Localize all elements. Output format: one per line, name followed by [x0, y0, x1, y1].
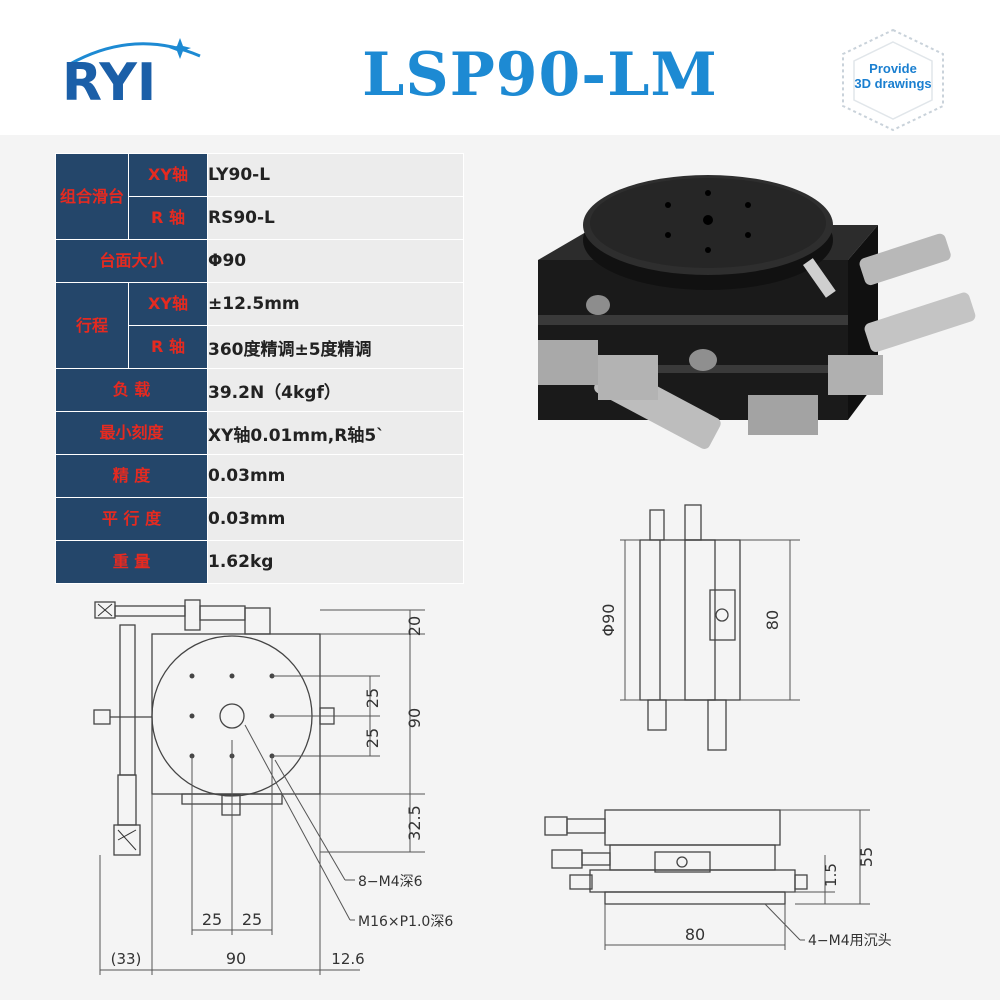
travel-r-value: 360度精调±5度精调 — [207, 325, 464, 369]
dim-80-horizontal: 80 — [685, 925, 705, 944]
note-center-thread: M16×P1.0深6 — [358, 914, 453, 930]
travel-xy-value: ±12.5mm — [207, 282, 464, 326]
load-value: 39.2N（4kgf） — [207, 368, 464, 412]
dim-90-horizontal: 90 — [226, 949, 246, 968]
product-photo — [538, 175, 976, 449]
logo-text: RYI — [62, 53, 156, 112]
dim-1-5: 1.5 — [822, 863, 840, 887]
dim-33: (33) — [111, 950, 142, 968]
dim-25-lower: 25 — [363, 728, 382, 748]
weight-label: 重 量 — [55, 540, 208, 584]
group-label: 组合滑台 — [55, 153, 129, 240]
dim-25-left: 25 — [202, 910, 222, 929]
ryi-logo: RYI — [62, 38, 201, 112]
accuracy-label: 精 度 — [55, 454, 208, 498]
dim-25-upper: 25 — [363, 688, 382, 708]
dim-90-vertical: 90 — [405, 708, 424, 728]
travel-label: 行程 — [55, 282, 129, 369]
xy-axis-value: LY90-L — [207, 153, 464, 197]
table-size-value: Φ90 — [207, 239, 464, 283]
note-holes: 8−M4深6 — [358, 874, 423, 890]
top-view-drawing: 20 25 25 90 32.5 25 25 (33) 90 12.6 8−M4… — [93, 599, 453, 975]
weight-value: 1.62kg — [207, 540, 464, 584]
spec-table: 组合滑台 XY轴 LY90-L R 轴 RS90-L 台面大小 Φ90 行程 X… — [55, 153, 464, 584]
dim-25-right: 25 — [242, 910, 262, 929]
dim-80-vertical: 80 — [763, 610, 782, 630]
load-label: 负 载 — [55, 368, 208, 412]
min-scale-label: 最小刻度 — [55, 411, 208, 455]
table-size-label: 台面大小 — [55, 239, 208, 283]
note-mount-holes: 4−M4用沉头 — [808, 933, 892, 949]
xy-axis-label: XY轴 — [128, 153, 208, 197]
dim-20: 20 — [405, 616, 424, 636]
page-title: LSP90-LM — [362, 40, 718, 110]
header-bar: RYI LSP90-LM Provide 3D drawings — [0, 0, 1000, 135]
dim-55: 55 — [857, 847, 876, 867]
side-view-drawing: Φ90 80 — [600, 504, 800, 751]
r-axis-label: R 轴 — [128, 196, 208, 240]
min-scale-value: XY轴0.01mm,R轴5` — [207, 411, 464, 455]
dim-32-5: 32.5 — [405, 805, 424, 841]
parallelism-value: 0.03mm — [207, 497, 464, 541]
hexagon-icon — [842, 28, 944, 132]
accuracy-value: 0.03mm — [207, 454, 464, 498]
front-view-drawing: 1.5 55 80 4−M4用沉头 — [544, 809, 892, 950]
badge-line-2: 3D drawings — [854, 76, 932, 91]
badge-line-1: Provide — [869, 61, 917, 76]
r-axis-value: RS90-L — [207, 196, 464, 240]
dim-phi90: Φ90 — [600, 604, 618, 637]
dim-12-6: 12.6 — [331, 950, 364, 968]
travel-r-label: R 轴 — [128, 325, 208, 369]
provide-3d-badge: Provide 3D drawings — [828, 24, 958, 134]
parallelism-label: 平 行 度 — [55, 497, 208, 541]
travel-xy-label: XY轴 — [128, 282, 208, 326]
